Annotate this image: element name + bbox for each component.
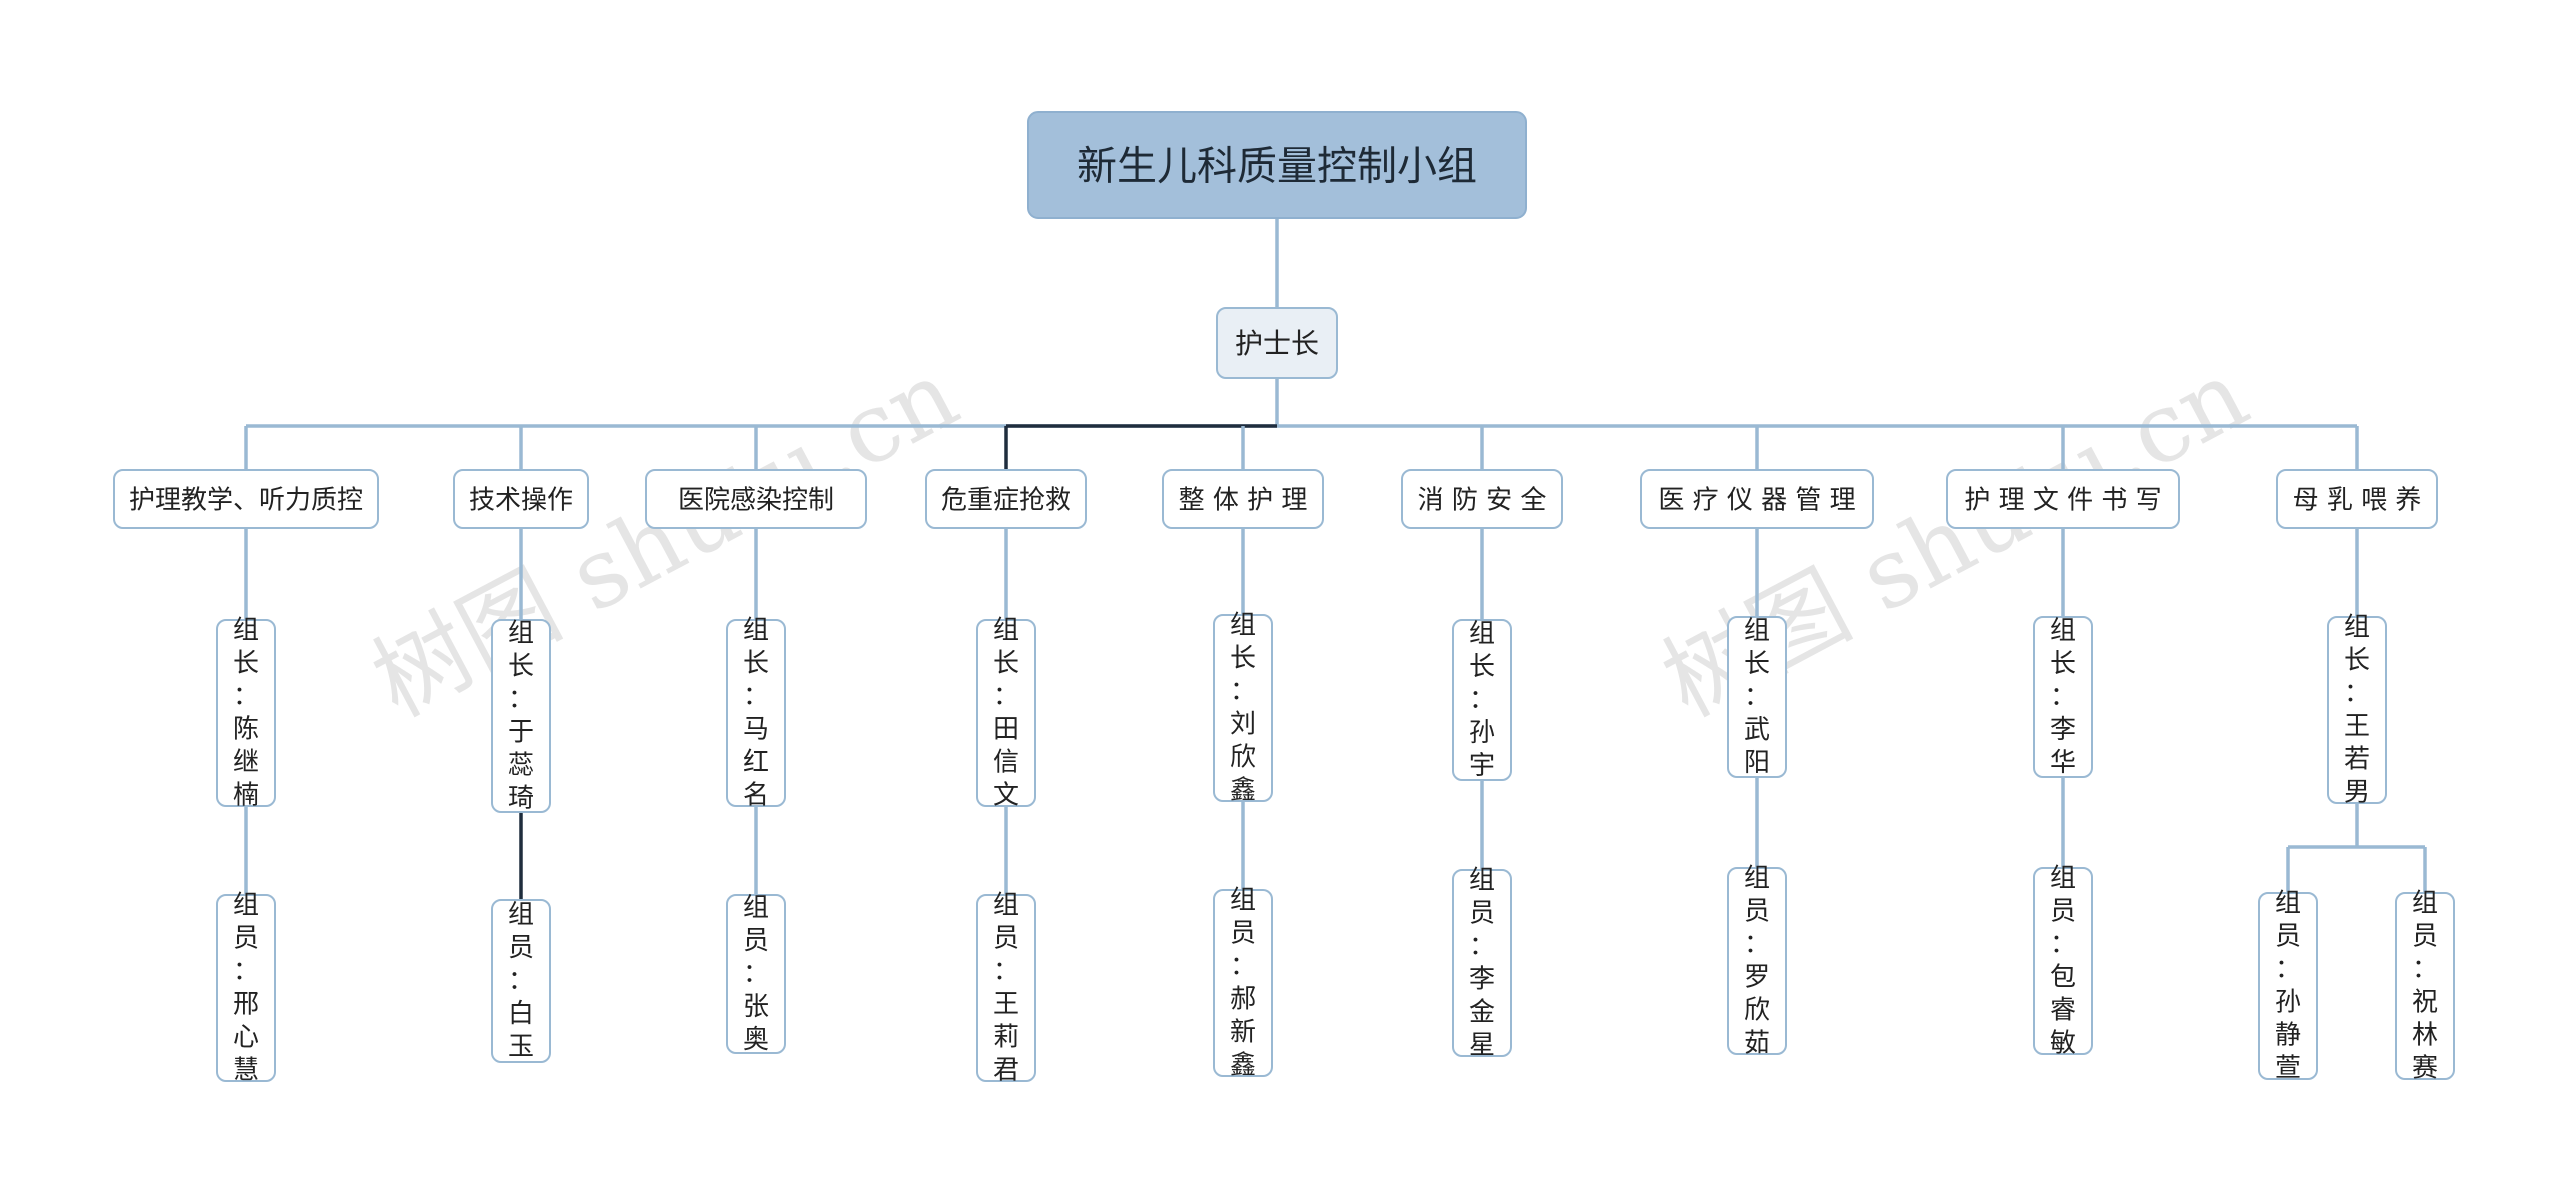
leader-node: 组长：于蕊琦: [491, 619, 551, 814]
branch-node-box: [453, 469, 589, 529]
leader-node-box: [1452, 619, 1512, 781]
branch-node: 危重症抢救: [925, 469, 1087, 529]
member-node: 组员：白玉: [491, 899, 551, 1063]
branch-node-label: 母 乳 喂 养: [2293, 485, 2422, 515]
member-node-label: 组员：白玉: [508, 900, 534, 1062]
member-node-label: 组员：罗欣茹: [1744, 864, 1770, 1059]
member-node-box: [1213, 889, 1273, 1077]
branch-node-box: [645, 469, 867, 529]
leader-node-box: [2327, 616, 2387, 804]
branch-node-label: 消 防 安 全: [1418, 485, 1547, 515]
member-node: 组员：祝林赛: [2395, 889, 2455, 1084]
head-node: 护士长: [1216, 307, 1338, 379]
branch-node: 医 疗 仪 器 管 理: [1640, 469, 1874, 529]
leader-node: 组长：刘欣鑫: [1213, 611, 1273, 806]
head-node-label: 护士长: [1235, 327, 1319, 360]
leader-node-label: 组长：武阳: [1744, 616, 1770, 778]
branch-node-label: 整 体 护 理: [1179, 485, 1308, 515]
leader-node-label: 组长：陈继楠: [233, 616, 259, 811]
member-node-box: [491, 899, 551, 1063]
leader-node: 组长：孙宇: [1452, 619, 1512, 781]
member-node: 组员：郝新鑫: [1213, 886, 1273, 1081]
branch-node-box: [2276, 469, 2438, 529]
member-node-label: 组员：孙静萱: [2275, 889, 2301, 1084]
member-node-label: 组员：王莉君: [993, 891, 1019, 1086]
branch-node: 母 乳 喂 养: [2276, 469, 2438, 529]
branch-node-box: [1401, 469, 1563, 529]
branch-node: 护理教学、听力质控: [113, 469, 379, 529]
leader-node: 组长：田信文: [976, 616, 1036, 811]
root-node-box: [1027, 111, 1527, 219]
root-node-label: 新生儿科质量控制小组: [1077, 143, 1477, 189]
member-node: 组员：罗欣茹: [1727, 864, 1787, 1059]
leader-node-label: 组长：王若男: [2344, 613, 2370, 808]
leader-node-label: 组长：田信文: [993, 616, 1019, 811]
leader-node-label: 组长：刘欣鑫: [1230, 611, 1256, 806]
leader-node: 组长：武阳: [1727, 616, 1787, 778]
member-node-box: [2258, 892, 2318, 1080]
member-node: 组员：张奥: [726, 893, 786, 1055]
branch-node-box: [113, 469, 379, 529]
leader-node-box: [976, 619, 1036, 807]
leader-node-box: [2033, 616, 2093, 778]
member-node: 组员：王莉君: [976, 891, 1036, 1086]
leader-node-box: [491, 619, 551, 813]
leader-node: 组长：马红名: [726, 616, 786, 811]
branch-node: 消 防 安 全: [1401, 469, 1563, 529]
member-node-label: 组员：郝新鑫: [1230, 886, 1256, 1081]
leader-node-label: 组长：李华: [2050, 616, 2076, 778]
branch-node-box: [925, 469, 1087, 529]
branch-node-label: 技术操作: [469, 485, 573, 515]
branch-node-box: [1162, 469, 1324, 529]
leader-node-label: 组长：于蕊琦: [508, 619, 534, 814]
leader-node: 组长：王若男: [2327, 613, 2387, 808]
member-node: 组员：邢心慧: [216, 891, 276, 1086]
member-node-label: 组员：邢心慧: [233, 891, 259, 1086]
member-node-box: [2033, 867, 2093, 1055]
leader-node-label: 组长：孙宇: [1469, 619, 1495, 781]
member-node-box: [1727, 867, 1787, 1055]
member-node: 组员：孙静萱: [2258, 889, 2318, 1084]
branch-node: 医院感染控制: [645, 469, 867, 529]
leader-node-box: [1727, 616, 1787, 778]
root-node: 新生儿科质量控制小组: [1027, 111, 1527, 219]
leader-node: 组长：李华: [2033, 616, 2093, 778]
branch-node-label: 危重症抢救: [941, 485, 1071, 515]
head-node-box: [1216, 307, 1338, 379]
branch-node: 护 理 文 件 书 写: [1946, 469, 2180, 529]
leader-node-box: [1213, 614, 1273, 802]
branch-node-label: 医院感染控制: [678, 485, 834, 515]
leader-node-label: 组长：马红名: [743, 616, 769, 811]
leader-node: 组长：陈继楠: [216, 616, 276, 811]
member-node-box: [1452, 869, 1512, 1057]
member-node: 组员：包睿敏: [2033, 864, 2093, 1059]
branch-node: 整 体 护 理: [1162, 469, 1324, 529]
member-node: 组员：李金星: [1452, 866, 1512, 1061]
member-node-box: [2395, 892, 2455, 1080]
leader-node-box: [216, 619, 276, 807]
member-node-box: [216, 894, 276, 1082]
branch-node-label: 护 理 文 件 书 写: [1964, 485, 2161, 515]
leader-node-box: [726, 619, 786, 807]
branch-node: 技术操作: [453, 469, 589, 529]
branch-node-label: 医 疗 仪 器 管 理: [1658, 485, 1855, 515]
member-node-box: [726, 894, 786, 1054]
member-node-box: [976, 894, 1036, 1082]
member-node-label: 组员：祝林赛: [2412, 889, 2438, 1084]
branch-node-label: 护理教学、听力质控: [129, 485, 363, 515]
branch-node-box: [1946, 469, 2180, 529]
member-node-label: 组员：包睿敏: [2050, 864, 2076, 1059]
member-node-label: 组员：张奥: [743, 893, 769, 1055]
branch-node-box: [1640, 469, 1874, 529]
member-node-label: 组员：李金星: [1469, 866, 1495, 1061]
